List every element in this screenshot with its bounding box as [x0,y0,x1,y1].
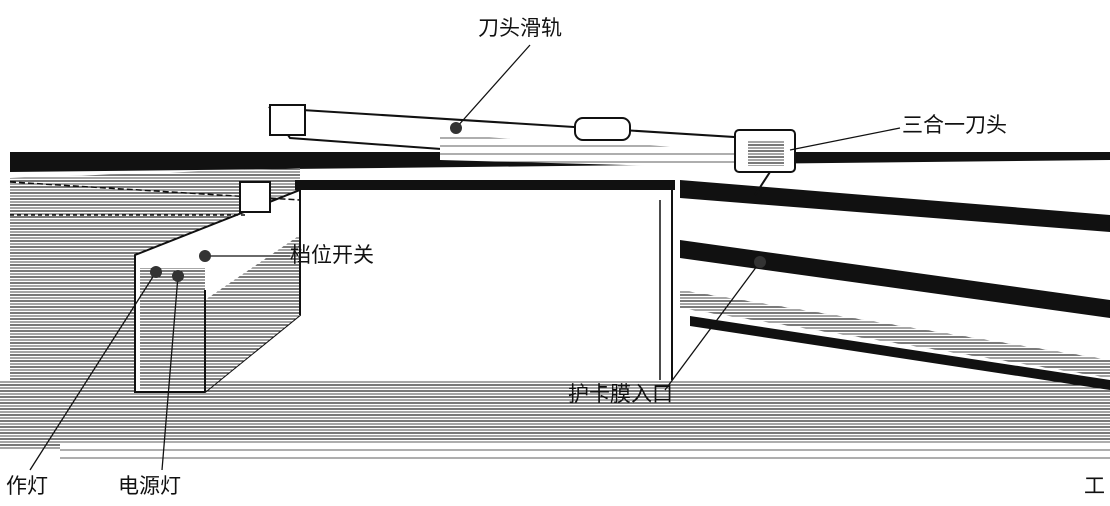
blade-head [734,129,796,196]
label-work-light-right: 工 [1084,474,1105,498]
work-light-leader [29,271,157,471]
label-position-switch: 档位开关 [290,243,374,267]
film-entry-dot [754,256,766,268]
power-light-dot [172,270,184,282]
blade-rail-dot [450,122,462,134]
power-light-leader [161,275,179,471]
front-console [134,188,301,393]
center-panel [295,180,675,380]
label-power-light: 电源灯 [118,474,181,498]
callouts [29,44,901,471]
label-blade-rail: 刀头滑轨 [478,16,562,40]
label-three-in-one-head: 三合一刀头 [902,113,1007,137]
work-light-dot [150,266,162,278]
film-entry-leader [664,261,761,391]
label-film-entry: 护卡膜入口 [568,382,673,406]
left-rails [9,181,301,216]
blade-head-leader [789,127,901,151]
switch-dot [199,250,211,262]
blade-rail-leader [455,44,531,129]
label-work-light: 作灯 [6,474,48,498]
blade-rail [268,104,762,168]
